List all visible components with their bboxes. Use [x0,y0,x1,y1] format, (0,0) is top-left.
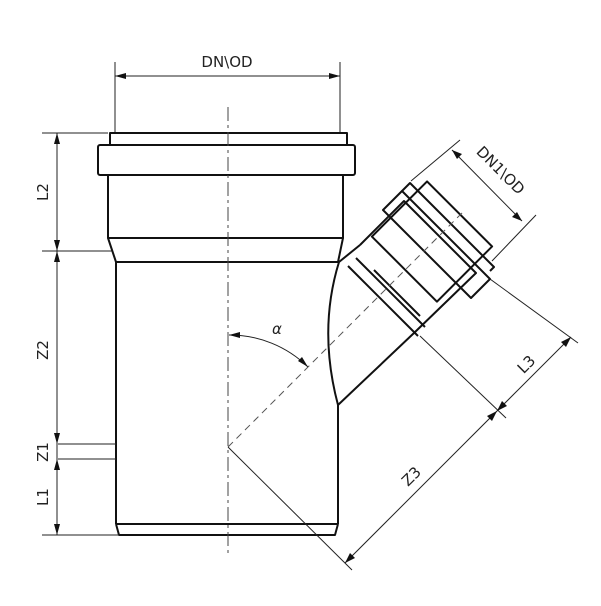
label-z2: Z2 [34,340,52,360]
dimension-dn1-od: DN1\OD [410,139,537,262]
label-l1: L1 [34,488,52,506]
branch-pipe [327,180,495,406]
label-z3: Z3 [398,463,425,490]
dimension-angle: α [228,320,309,368]
branch-centerline [227,209,466,448]
label-alpha: α [272,320,282,338]
dimension-left-chain: L2 Z2 Z1 L1 [34,132,119,536]
label-z1: Z1 [34,442,52,462]
label-dn1-od: DN1\OD [473,143,529,199]
dimension-dn-od: DN\OD [114,53,341,132]
main-pipe-body [97,132,356,536]
label-l2: L2 [34,183,52,201]
label-dn-od: DN\OD [201,53,252,71]
